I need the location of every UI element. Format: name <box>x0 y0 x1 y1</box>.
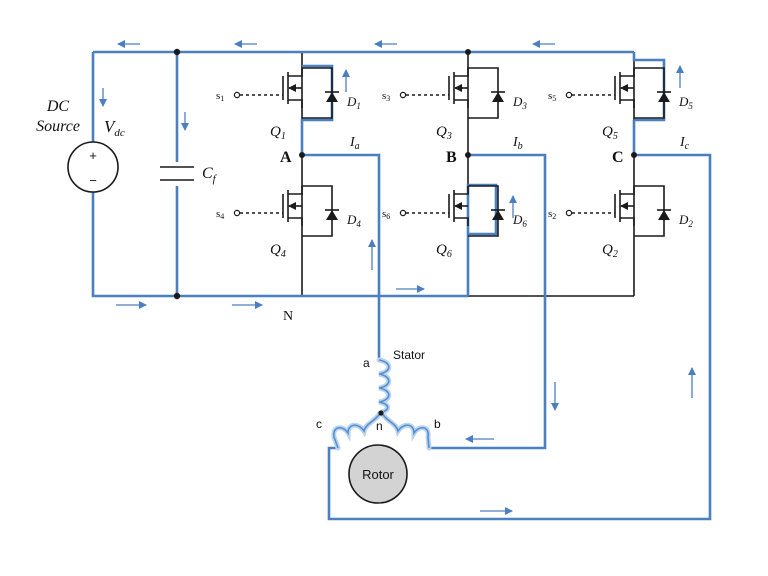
source-minus: − <box>89 173 97 188</box>
source-voltage-main: V <box>104 117 117 136</box>
node-labels: A B C Ia Ib Ic N <box>280 135 690 324</box>
switch-label-q6: Q6 <box>436 242 452 260</box>
stator-winding-c <box>333 412 381 449</box>
motor: Stator a b c n Rotor <box>316 348 441 504</box>
diode-label-d2: D2 <box>678 212 693 229</box>
node-c-label: C <box>612 149 624 166</box>
diode-label-d5: D5 <box>678 94 693 111</box>
phase-a-terminal: a <box>363 356 370 370</box>
switch-label-q1: Q1 <box>270 124 286 142</box>
source-label-line2: Source <box>36 118 80 135</box>
switch-label-q3: Q3 <box>436 124 452 142</box>
node-a-label: A <box>280 149 292 166</box>
source-plus: + <box>89 148 97 163</box>
gate-label-s1: s1 <box>216 90 224 103</box>
diode-label-d4: D4 <box>346 212 361 229</box>
gate-label-s5: s5 <box>548 90 556 103</box>
stator-winding-b <box>381 412 430 449</box>
rotor <box>348 444 408 504</box>
rotor-label: Rotor <box>362 467 394 482</box>
source-voltage-sub: dc <box>114 127 125 139</box>
gate-label-s2: s2 <box>548 208 556 221</box>
current-ia-label: Ia <box>349 135 360 152</box>
gate-label-s6: s6 <box>382 208 390 221</box>
switch-label-q4: Q4 <box>270 242 286 260</box>
current-ic-label: Ic <box>679 135 690 152</box>
stator-winding-a <box>378 359 390 413</box>
source-voltage-label: Vdc <box>104 117 125 139</box>
stator-label: Stator <box>393 348 425 362</box>
neutral-bus-label: N <box>283 309 293 324</box>
diode-label-d3: D3 <box>512 94 527 111</box>
phase-c-terminal: c <box>316 417 322 431</box>
diode-label-d6: D6 <box>512 212 527 229</box>
diode-label-d1: D1 <box>346 94 361 111</box>
source-label-line1: DC <box>46 98 70 115</box>
phase-b-terminal: b <box>434 417 441 431</box>
dc-source: + − DC Source Vdc <box>36 98 125 193</box>
neutral-terminal: n <box>376 419 383 433</box>
switch-label-q5: Q5 <box>602 124 618 142</box>
current-ib-label: Ib <box>512 135 523 152</box>
current-arrows <box>99 40 696 515</box>
junction-dots <box>173 48 637 300</box>
star-point <box>378 410 384 416</box>
switch-label-q2: Q2 <box>602 242 618 260</box>
node-b-label: B <box>446 149 457 166</box>
capacitor-label: Cf <box>202 165 218 185</box>
gate-label-s3: s3 <box>382 90 390 103</box>
gate-label-s4: s4 <box>216 208 224 221</box>
capacitor-cf: Cf <box>160 162 218 186</box>
